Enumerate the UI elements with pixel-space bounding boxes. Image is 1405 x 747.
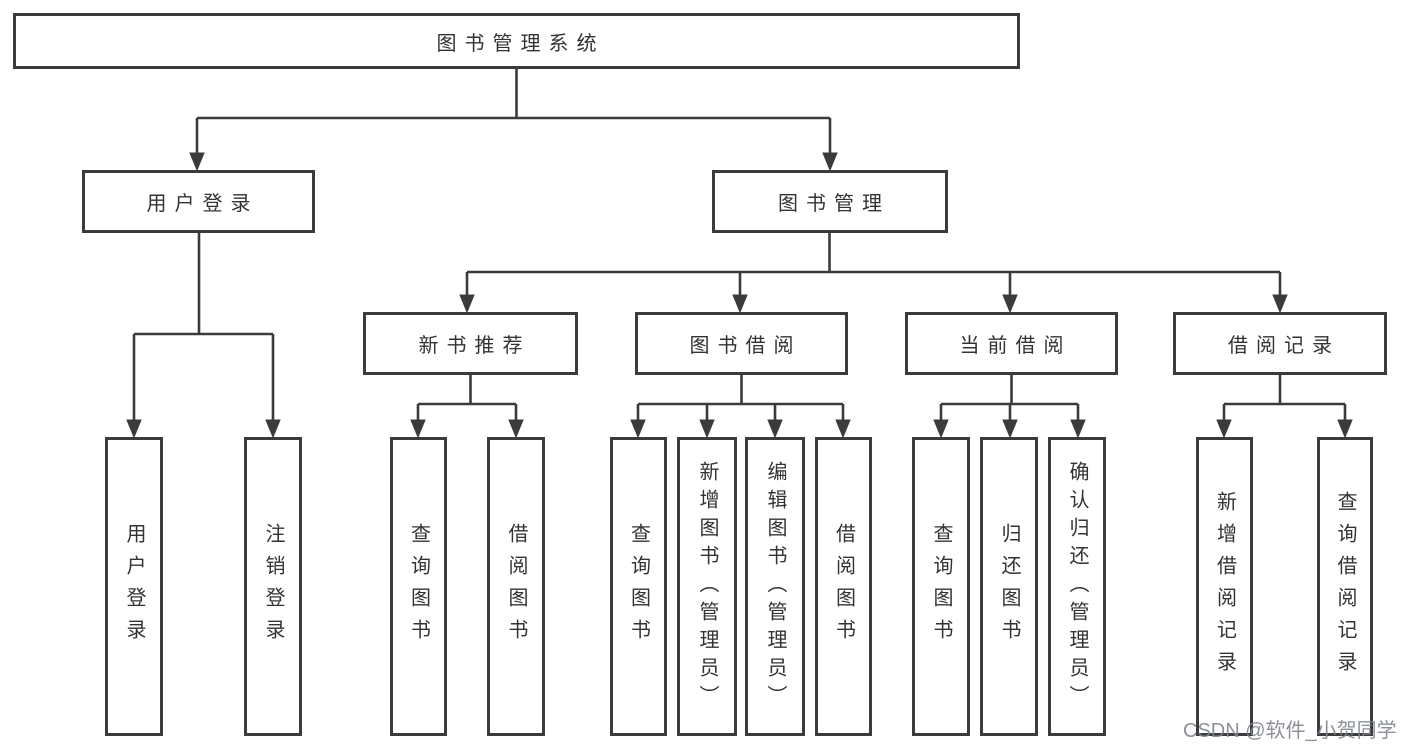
- node-add-book-admin: 新增图书（管理员）: [677, 437, 737, 736]
- node-edit-book-admin: 编辑图书（管理员）: [745, 437, 805, 736]
- node-logout: 注销登录: [244, 437, 302, 736]
- node-confirm-return-admin: 确认归还（管理员）: [1048, 437, 1106, 736]
- node-query-books-recommend: 查询图书: [390, 437, 447, 736]
- node-query-borrow-record: 查询借阅记录: [1317, 437, 1373, 736]
- node-borrow-books-recommend: 借阅图书: [487, 437, 545, 736]
- csdn-watermark: CSDN @软件_小贺同学: [1183, 720, 1397, 742]
- node-borrowing-records: 借阅记录: [1173, 312, 1387, 375]
- node-book-management: 图书管理: [712, 170, 948, 233]
- node-library-management-system: 图书管理系统: [13, 13, 1020, 69]
- node-book-borrowing: 图书借阅: [635, 312, 848, 375]
- node-query-books-borrowing: 查询图书: [610, 437, 667, 736]
- node-current-borrowing: 当前借阅: [905, 312, 1118, 375]
- node-user-login-leaf: 用户登录: [105, 437, 163, 736]
- node-return-books: 归还图书: [980, 437, 1038, 736]
- node-borrow-books-leaf: 借阅图书: [815, 437, 872, 736]
- node-new-book-recommendation: 新书推荐: [363, 312, 578, 375]
- node-add-borrow-record: 新增借阅记录: [1196, 437, 1253, 736]
- node-query-books-current: 查询图书: [912, 437, 970, 736]
- node-user-login: 用户登录: [82, 170, 315, 233]
